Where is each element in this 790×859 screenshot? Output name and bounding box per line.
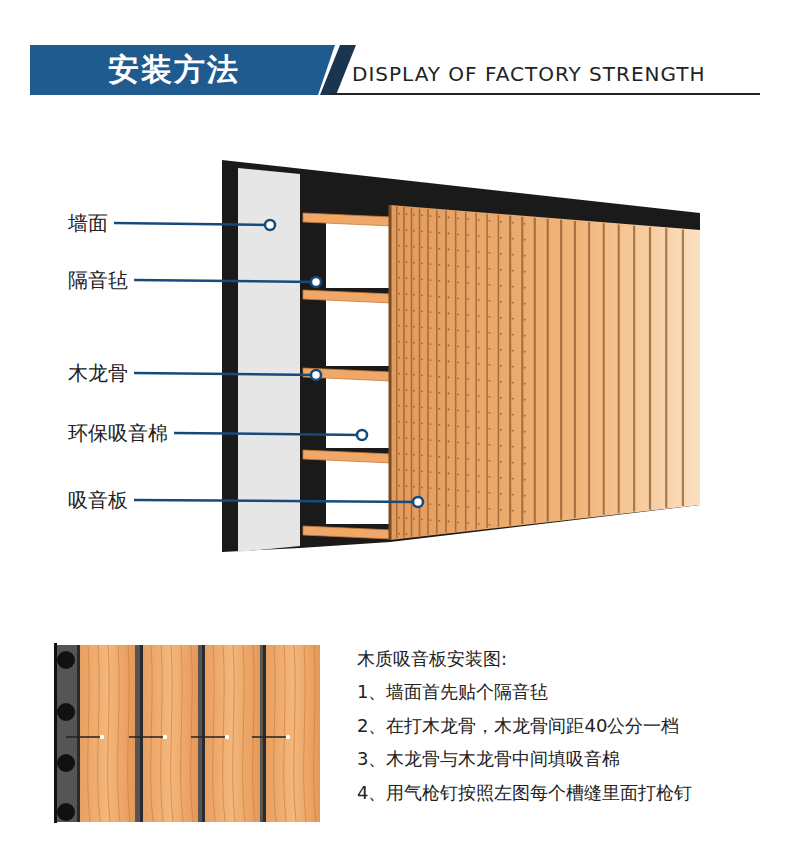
sound-cotton bbox=[326, 300, 392, 366]
wood-batten bbox=[303, 450, 392, 463]
wall-back bbox=[222, 160, 700, 552]
wood-batten bbox=[303, 290, 392, 303]
panel bbox=[390, 205, 700, 540]
part-label: 隔音毡 bbox=[68, 268, 128, 292]
page-title: 安装方法 bbox=[108, 49, 240, 91]
battens bbox=[303, 213, 392, 539]
detail-drawing bbox=[54, 643, 320, 823]
leader-line bbox=[174, 433, 362, 435]
title-banner: 安装方法 bbox=[30, 45, 318, 95]
step-text: 3、木龙骨与木龙骨中间填吸音棉 bbox=[357, 748, 620, 770]
sound-cotton bbox=[326, 460, 392, 524]
sound-cotton bbox=[326, 223, 392, 288]
banner-slash bbox=[320, 45, 356, 95]
leader-dot bbox=[311, 370, 321, 380]
wood-batten bbox=[303, 368, 392, 381]
header-rule bbox=[330, 93, 760, 95]
part-label: 环保吸音棉 bbox=[68, 421, 168, 445]
absorber-panel bbox=[390, 205, 700, 540]
leader-line bbox=[134, 500, 418, 502]
part-label: 木龙骨 bbox=[68, 361, 128, 385]
leader-dot bbox=[413, 497, 423, 507]
step-text: 2、在打木龙骨，木龙骨间距40公分一档 bbox=[357, 715, 679, 737]
leader-line bbox=[134, 280, 316, 282]
leader-line bbox=[114, 223, 270, 225]
step-text: 1、墙面首先贴个隔音毡 bbox=[357, 681, 548, 703]
part-label: 吸音板 bbox=[68, 488, 128, 512]
leader-dot bbox=[357, 430, 367, 440]
wood-batten bbox=[303, 213, 392, 226]
leader-line bbox=[134, 373, 316, 375]
subtitle: DISPLAY OF FACTORY STRENGTH bbox=[352, 62, 706, 86]
sound-cotton bbox=[326, 378, 392, 448]
part-label: 墙面 bbox=[68, 211, 108, 235]
title-banner bbox=[30, 45, 335, 95]
note-heading: 木质吸音板安装图: bbox=[357, 648, 507, 670]
wood-batten bbox=[303, 526, 392, 539]
leader-dot bbox=[311, 277, 321, 287]
leader-dot bbox=[265, 220, 275, 230]
step-text: 4、用气枪钉按照左图每个槽缝里面打枪钉 bbox=[357, 782, 692, 804]
leader-lines bbox=[114, 220, 423, 507]
